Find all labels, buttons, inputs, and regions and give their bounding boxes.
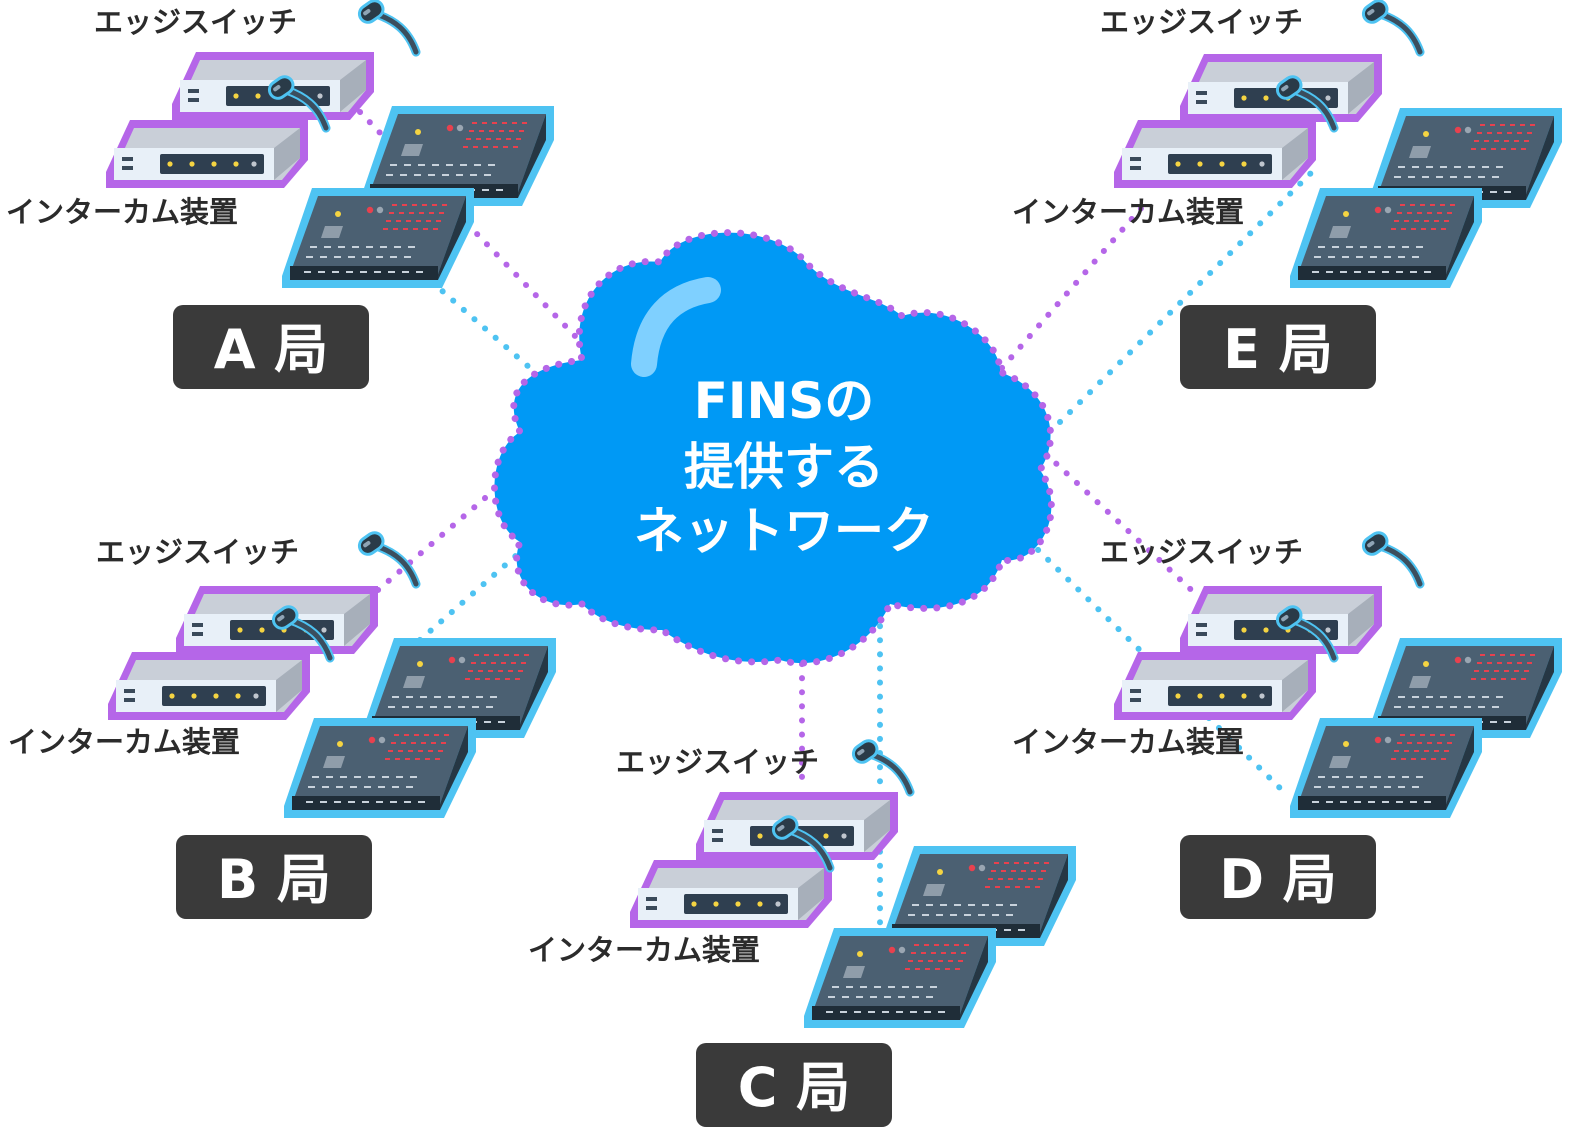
station-badge	[173, 305, 369, 389]
link-a-blue	[429, 279, 549, 385]
switch-label: エッジスイッチ	[616, 745, 819, 779]
station-badge-label: E 局	[1223, 318, 1333, 381]
device-label: インターカム装置	[8, 725, 240, 759]
fins-cloud: FINSの 提供する ネットワーク	[491, 229, 1055, 667]
edge-switch-icon	[630, 860, 832, 928]
device-label: インターカム装置	[1012, 195, 1244, 229]
edge-switch-icon	[108, 652, 310, 720]
link-e-blue	[1057, 165, 1319, 425]
edge-switch-icon	[106, 120, 308, 188]
station-badge-label: C 局	[738, 1056, 850, 1119]
device-label: インターカム装置	[528, 933, 760, 967]
switch-label: エッジスイッチ	[94, 5, 297, 39]
cloud-line-1: FINSの	[694, 372, 875, 430]
switch-label: エッジスイッチ	[96, 535, 299, 569]
edge-switch-icon	[1114, 652, 1316, 720]
microphone-icon	[354, 527, 416, 584]
microphone-icon	[1358, 527, 1420, 584]
station-badge	[696, 1043, 892, 1127]
device-label: インターカム装置	[1012, 725, 1244, 759]
cloud-shape	[491, 229, 1055, 667]
station-badge-label: B 局	[217, 848, 331, 911]
link-d-purple	[1043, 451, 1203, 601]
cloud-line-3: ネットワーク	[634, 502, 934, 560]
station-badge	[1180, 835, 1376, 919]
cloud-line-2: 提供する	[684, 438, 884, 496]
device-label: インターカム装置	[6, 195, 238, 229]
link-e-purple	[999, 195, 1153, 371]
microphone-icon	[1358, 0, 1420, 52]
station-badge-label: A 局	[214, 318, 329, 381]
station-badge-label: D 局	[1219, 848, 1337, 911]
microphone-icon	[354, 0, 416, 52]
link-b-blue	[417, 521, 555, 643]
intercom-console-icon	[284, 718, 476, 818]
station-e: エッジスイッチ インターカム装置 E 局	[1012, 0, 1562, 389]
station-a: エッジスイッチ インターカム装置 A 局	[6, 0, 554, 389]
switch-label: エッジスイッチ	[1100, 5, 1303, 39]
station-d: エッジスイッチ インターカム装置 D 局	[1012, 527, 1562, 919]
edge-switch-icon	[1114, 120, 1316, 188]
switch-label: エッジスイッチ	[1100, 535, 1303, 569]
station-badge	[1180, 305, 1376, 389]
cloud-highlight	[631, 277, 721, 377]
intercom-console-icon	[804, 928, 996, 1028]
station-b: エッジスイッチ インターカム装置 B 局	[8, 527, 556, 919]
station-c: エッジスイッチ インターカム装置 C 局	[528, 735, 1076, 1127]
intercom-console-icon	[1290, 718, 1482, 818]
intercom-console-icon	[282, 188, 474, 288]
intercom-console-icon	[1290, 188, 1482, 288]
station-badge	[176, 835, 372, 919]
